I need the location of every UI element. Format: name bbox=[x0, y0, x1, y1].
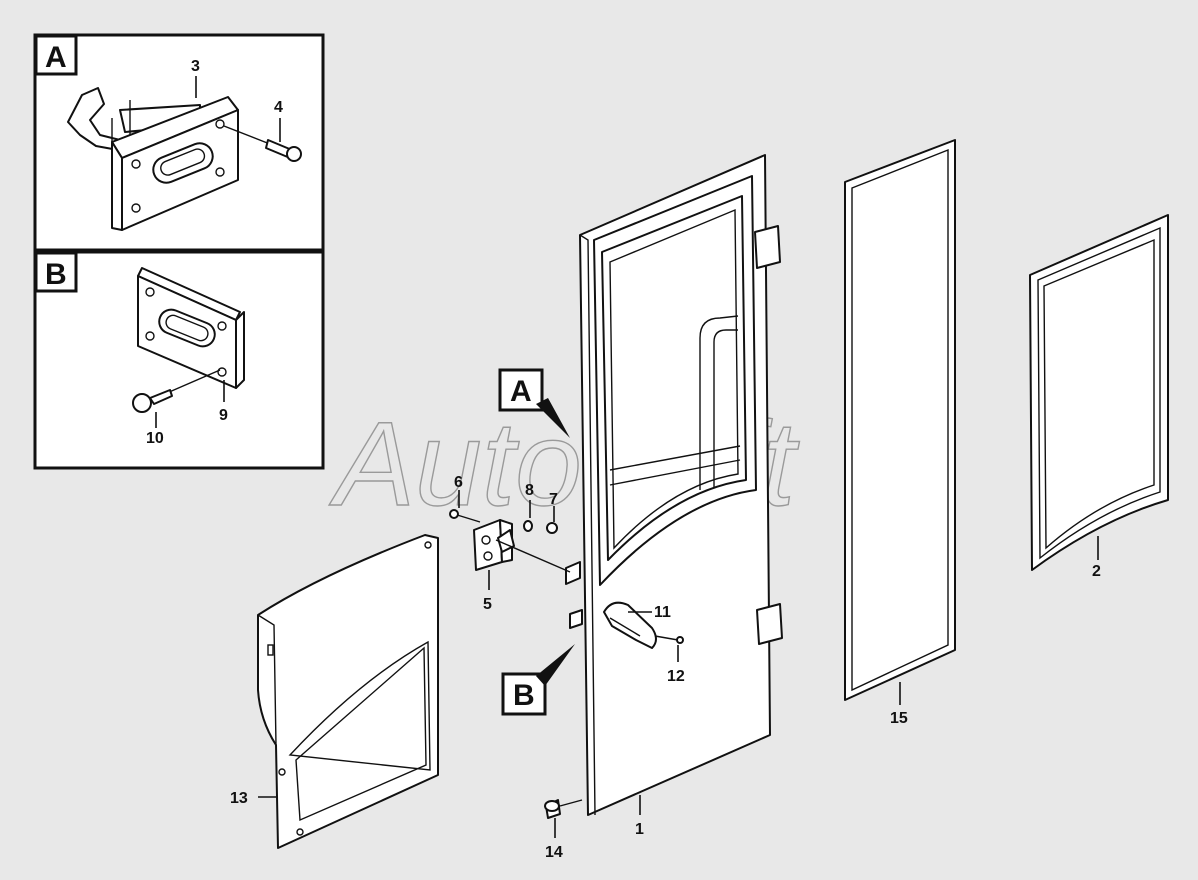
callout-a: A bbox=[498, 368, 570, 438]
bumper-14: 14 bbox=[544, 799, 583, 861]
callout-b-letter: B bbox=[513, 679, 535, 712]
label-13: 13 bbox=[230, 790, 248, 807]
label-4: 4 bbox=[274, 99, 283, 116]
washer-8: 8 bbox=[523, 482, 534, 532]
detail-b-letter: B bbox=[45, 258, 67, 291]
label-7: 7 bbox=[549, 491, 558, 508]
label-10: 10 bbox=[146, 430, 164, 447]
label-3: 3 bbox=[191, 58, 200, 75]
seal-15: 15 bbox=[844, 139, 956, 727]
detail-panel-b: B 9 10 bbox=[33, 250, 325, 470]
glass-2: 2 bbox=[1029, 214, 1169, 580]
label-11: 11 bbox=[654, 604, 671, 621]
detail-panel-a: A 3 4 bbox=[33, 33, 325, 252]
latch-plate-3 bbox=[111, 96, 239, 231]
bolt-4 bbox=[223, 125, 302, 162]
label-1: 1 bbox=[635, 821, 644, 838]
lock-5: 5 bbox=[473, 519, 571, 613]
label-14: 14 bbox=[545, 844, 563, 861]
label-5: 5 bbox=[483, 596, 492, 613]
label-2: 2 bbox=[1092, 563, 1101, 580]
door-1: 1 bbox=[565, 154, 783, 838]
label-12: 12 bbox=[667, 668, 685, 685]
nut-7: 7 bbox=[546, 491, 558, 534]
screw-10 bbox=[132, 369, 221, 413]
screw-12: 12 bbox=[654, 635, 685, 685]
label-9: 9 bbox=[219, 407, 228, 424]
label-8: 8 bbox=[525, 482, 534, 499]
handle-11: 11 bbox=[603, 601, 671, 649]
callout-a-letter: A bbox=[510, 375, 532, 408]
striker-plate-9 bbox=[137, 267, 245, 389]
label-15: 15 bbox=[890, 710, 908, 727]
label-6: 6 bbox=[454, 474, 463, 491]
detail-a-letter: A bbox=[45, 41, 67, 74]
bolt-6: 6 bbox=[449, 474, 481, 523]
inner-panel-13: 13 bbox=[230, 534, 439, 849]
callout-b: B bbox=[501, 644, 575, 716]
